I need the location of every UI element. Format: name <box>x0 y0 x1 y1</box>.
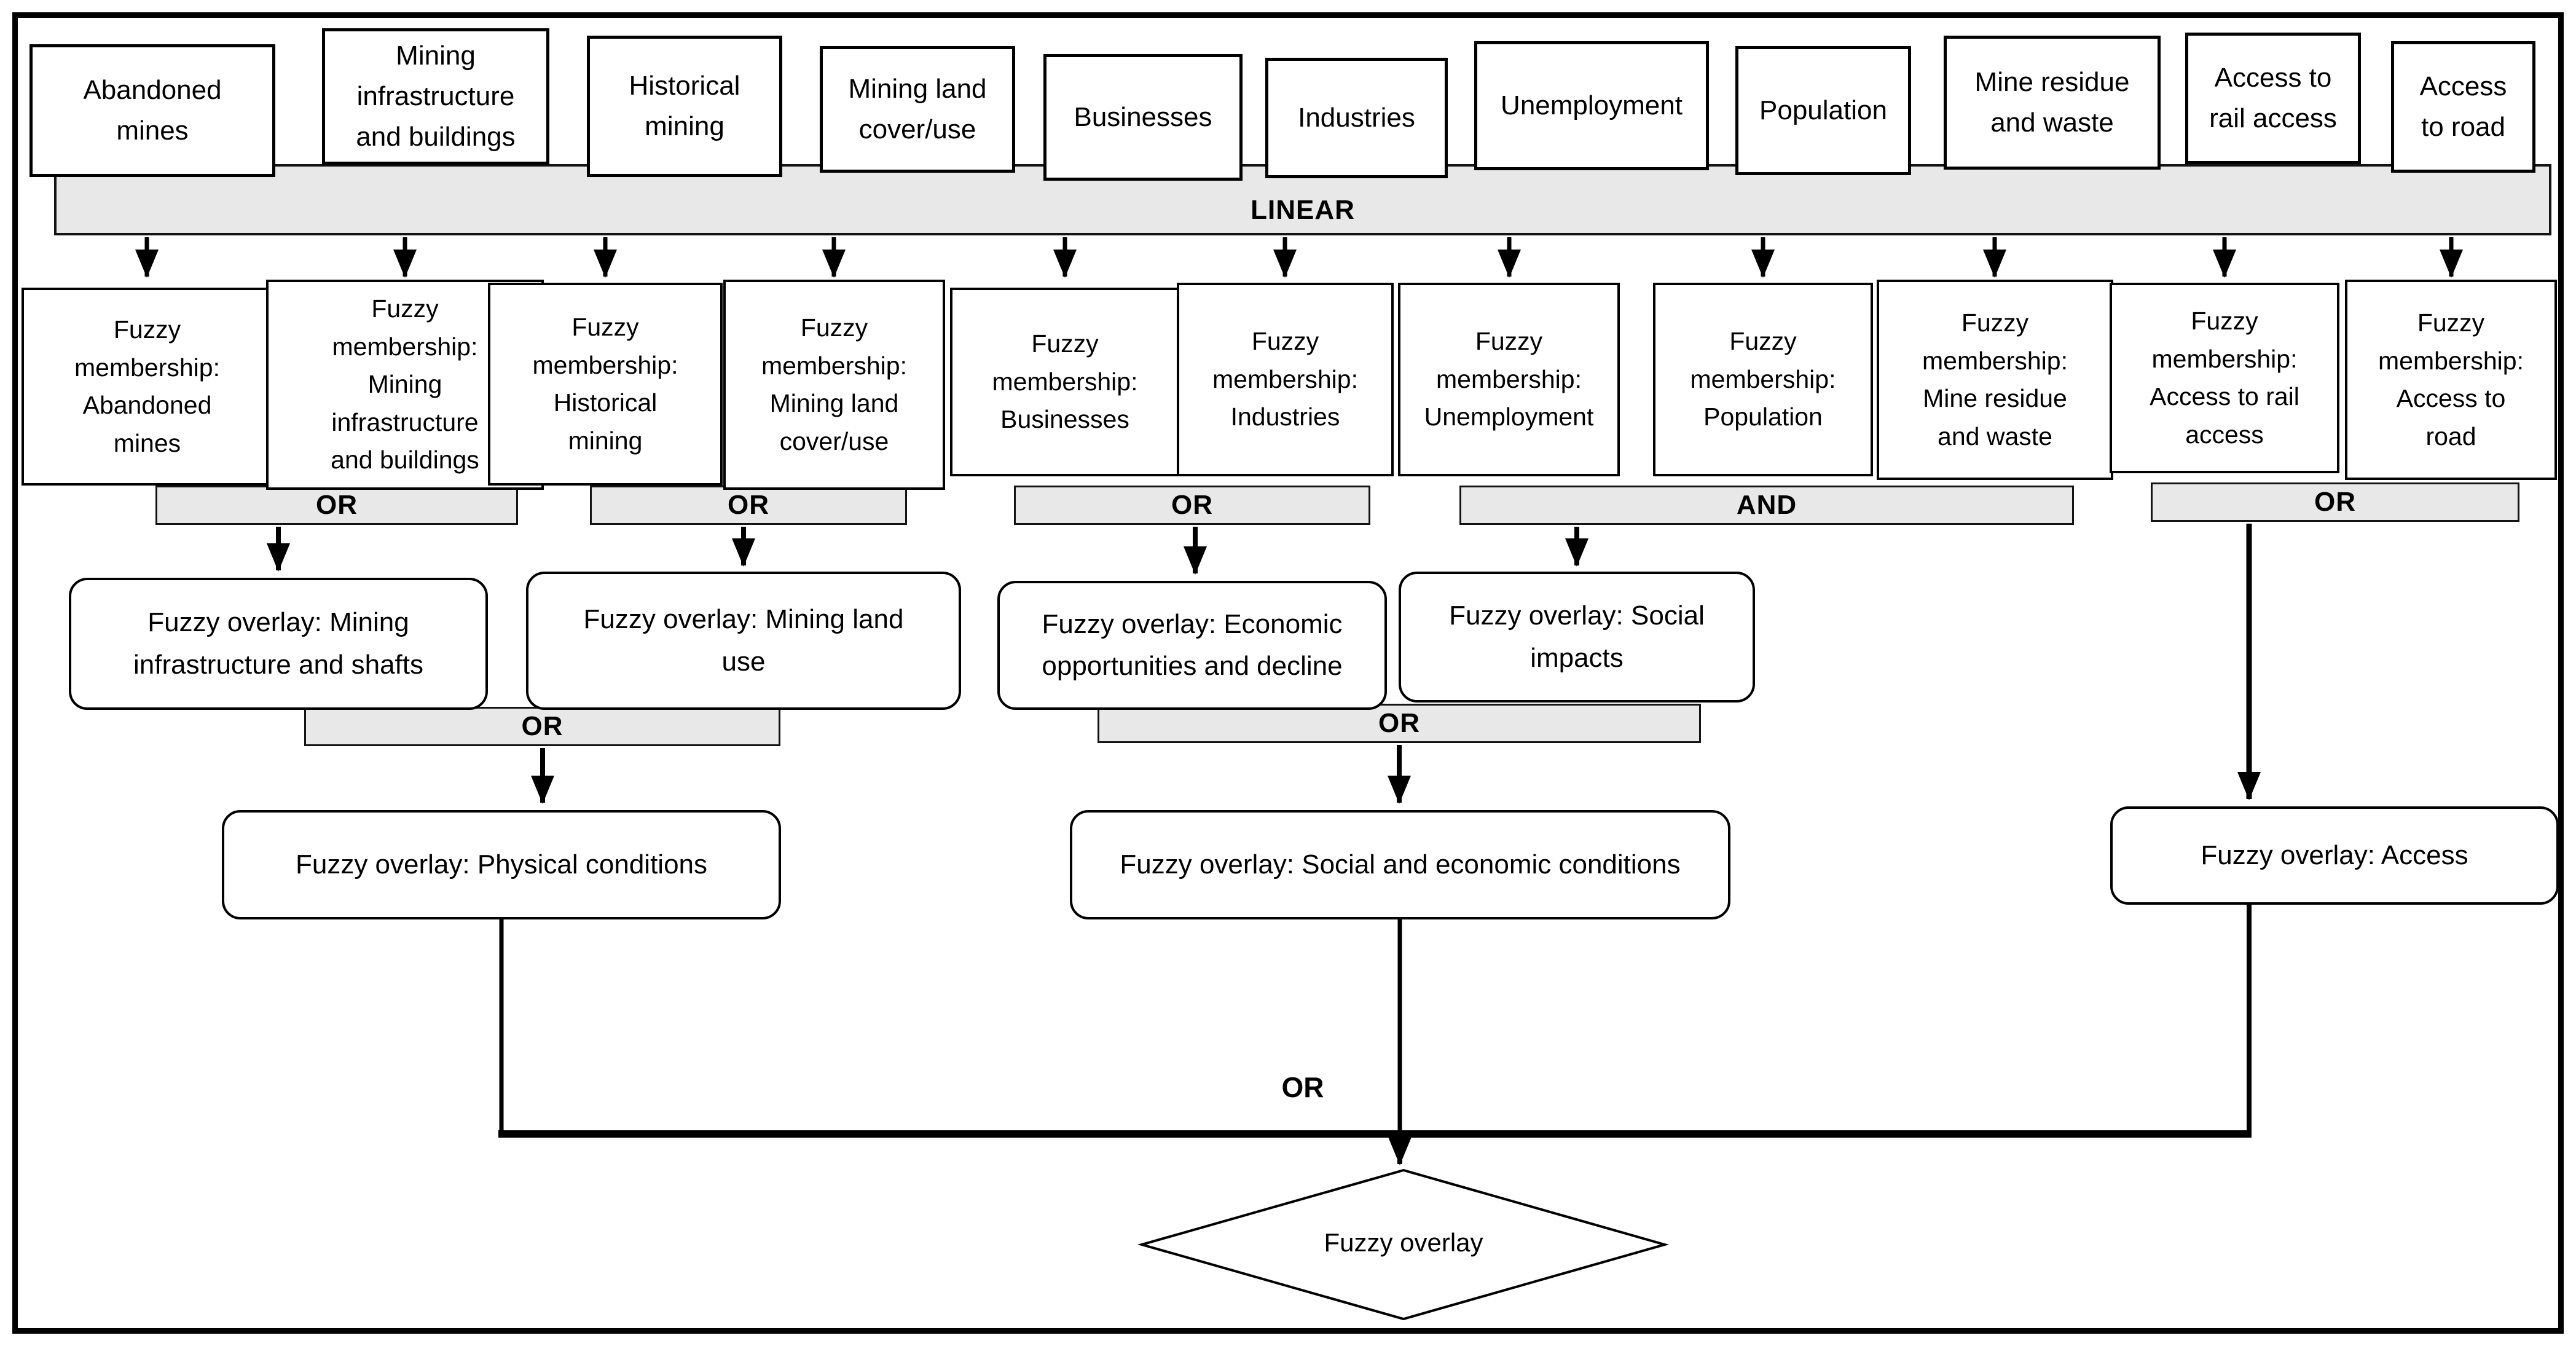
input-population: Population <box>1735 46 1911 175</box>
overlay-mining-infrastructure-shafts: Fuzzy overlay: Mining infrastructure and… <box>69 578 488 710</box>
overlay-social-economic-conditions: Fuzzy overlay: Social and economic condi… <box>1070 810 1730 919</box>
membership-access-rail: Fuzzy membership: Access to rail access <box>2110 283 2339 473</box>
or-bar-economic: OR <box>1014 486 1370 525</box>
membership-abandoned-mines: Fuzzy membership: Abandoned mines <box>22 288 273 486</box>
overlay-economic-opportunities: Fuzzy overlay: Economic opportunities an… <box>997 581 1387 710</box>
input-mine-residue: Mine residue and waste <box>1944 36 2161 170</box>
overlay-physical-conditions: Fuzzy overlay: Physical conditions <box>222 810 781 919</box>
input-mining-land-cover: Mining land cover/use <box>820 46 1015 173</box>
overlay-social-impacts: Fuzzy overlay: Social impacts <box>1399 572 1755 703</box>
input-mining-infrastructure: Mining infrastructure and buildings <box>322 28 549 165</box>
membership-industries: Fuzzy membership: Industries <box>1177 283 1394 476</box>
or-bar-access: OR <box>2151 482 2519 522</box>
membership-mining-land-cover: Fuzzy membership: Mining land cover/use <box>723 280 945 490</box>
input-access-road: Access to road <box>2391 41 2535 173</box>
input-industries: Industries <box>1265 58 1448 178</box>
overlay-mining-land-use: Fuzzy overlay: Mining land use <box>526 572 961 710</box>
input-unemployment: Unemployment <box>1474 41 1709 170</box>
and-bar-social: AND <box>1459 486 2074 525</box>
final-or-label: OR <box>1281 1071 1324 1103</box>
membership-unemployment: Fuzzy membership: Unemployment <box>1398 283 1620 476</box>
input-access-rail: Access to rail access <box>2185 33 2361 164</box>
input-businesses: Businesses <box>1043 54 1243 181</box>
membership-mine-residue: Fuzzy membership: Mine residue and waste <box>1877 280 2113 480</box>
final-overlay-diamond <box>1137 1168 1670 1321</box>
or-bar-socioeconomic: OR <box>1098 704 1701 743</box>
membership-population: Fuzzy membership: Population <box>1653 283 1873 476</box>
input-abandoned-mines: Abandoned mines <box>29 44 275 177</box>
or-bar-mining-land: OR <box>590 486 907 525</box>
membership-historical-mining: Fuzzy membership: Historical mining <box>488 283 723 486</box>
overlay-access: Fuzzy overlay: Access <box>2110 806 2559 905</box>
membership-access-road: Fuzzy membership: Access to road <box>2345 280 2557 480</box>
membership-businesses: Fuzzy membership: Businesses <box>950 288 1180 476</box>
final-overlay-label: Fuzzy overlay <box>1324 1228 1483 1257</box>
input-historical-mining: Historical mining <box>587 36 782 177</box>
